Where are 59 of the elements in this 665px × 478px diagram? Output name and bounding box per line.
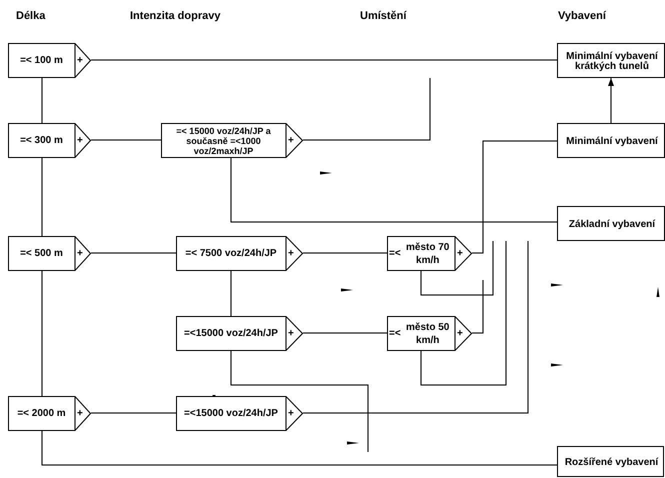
connector-line <box>90 252 176 254</box>
node-text: Základní vybavení <box>568 220 656 230</box>
node-text: =< 100 m <box>20 56 63 66</box>
plus-sign: + <box>457 248 463 258</box>
connector-line <box>302 240 528 414</box>
plus-sign: + <box>77 56 83 66</box>
connector-line <box>302 78 430 140</box>
plus-sign: + <box>77 408 83 418</box>
column-heading: Délka <box>16 9 46 24</box>
connector-line <box>302 252 388 254</box>
node-text: =<15000 voz/24h/JP <box>184 408 278 418</box>
node-text: =< 15000 voz/24h/JP a současně =<1000 voz/2maxh/JP <box>175 126 272 156</box>
connector-line <box>42 430 558 466</box>
node-text: město 70 km/h <box>405 240 450 266</box>
pentagon-box <box>387 316 472 351</box>
node-text: Rozšířené vybavení <box>564 458 658 468</box>
connector-line <box>608 78 614 124</box>
connector-line <box>230 350 368 452</box>
operator-text: =< <box>389 247 401 261</box>
plus-sign: + <box>77 136 83 146</box>
plus-sign: + <box>77 248 83 258</box>
pentagon-box <box>8 43 91 78</box>
pentagon-box <box>161 123 303 158</box>
plus-sign: + <box>288 248 294 258</box>
result-box <box>557 206 665 241</box>
pentagon-box <box>176 236 303 271</box>
node-text: =< 500 m <box>20 248 63 258</box>
connector-line <box>230 270 232 316</box>
plus-sign: + <box>288 136 294 146</box>
column-heading: Vybavení <box>558 9 606 24</box>
column-heading: Intenzita dopravy <box>130 9 220 24</box>
operator-text: =< <box>389 327 401 341</box>
plus-sign: + <box>288 408 294 418</box>
pentagon-box <box>387 236 472 271</box>
pentagon-box <box>8 123 91 158</box>
node-text: =< 300 m <box>20 136 63 146</box>
pentagon-box <box>8 236 91 271</box>
column-heading: Umístění <box>360 9 406 24</box>
node-text: =<15000 voz/24h/JP <box>184 328 278 338</box>
connector-line <box>230 158 558 222</box>
connector-line <box>420 240 494 296</box>
connector-line <box>302 332 388 334</box>
connector-line <box>472 140 558 254</box>
connector-line <box>90 412 176 414</box>
pentagon-box <box>8 396 91 431</box>
node-text: město 50 km/h <box>405 320 450 346</box>
result-box <box>557 446 664 477</box>
node-text: Minimální vybavení <box>566 136 658 146</box>
connector-line <box>420 240 506 386</box>
pentagon-box <box>176 396 303 431</box>
plus-sign: + <box>288 328 294 338</box>
node-text: =< 2000 m <box>17 408 66 418</box>
node-text: Minimální vybavení krátkých tunelů <box>565 52 659 72</box>
result-box <box>557 43 665 78</box>
node-text: =< 7500 voz/24h/JP <box>185 248 277 258</box>
plus-sign: + <box>457 328 463 338</box>
pentagon-box <box>176 316 303 351</box>
result-box <box>557 123 665 158</box>
connector-line <box>472 280 484 334</box>
